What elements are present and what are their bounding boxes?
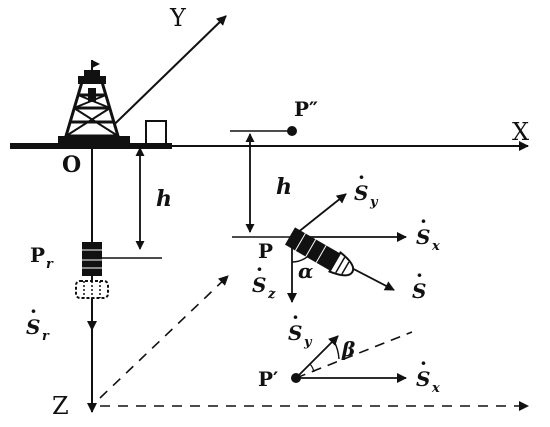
svg-text:z: z: [267, 287, 276, 302]
dashed-diagonal-line: [99, 275, 229, 399]
svg-text:x: x: [431, 381, 440, 396]
alpha-angle-arc: [291, 248, 315, 263]
s-prime-dashed: [295, 331, 413, 379]
pr-label: P: [30, 243, 45, 267]
svg-text:r: r: [42, 329, 50, 344]
pr-subscript: r: [46, 257, 54, 272]
sy-prime-arrow: [295, 335, 339, 379]
svg-text:y: y: [369, 195, 379, 210]
sy-arrow: [291, 193, 347, 238]
p-prime-small-arc: [309, 363, 315, 373]
svg-text:·: ·: [30, 299, 37, 323]
drill-bit-pr-icon: [75, 242, 109, 299]
h-right-label: h: [276, 174, 292, 200]
svg-text:S: S: [412, 279, 426, 303]
sy-prime-label: S · y: [288, 305, 313, 350]
svg-text:·: ·: [420, 209, 427, 233]
svg-text:x: x: [431, 239, 440, 254]
svg-text:S: S: [252, 273, 266, 297]
p-double-label: P″: [294, 97, 318, 121]
svg-text:S: S: [288, 321, 302, 345]
svg-text:·: ·: [358, 165, 365, 189]
svg-text:·: ·: [420, 351, 427, 375]
sr-label: S · r: [26, 299, 50, 344]
alpha-label: α: [298, 259, 313, 283]
h-left-label: h: [156, 186, 172, 212]
p-label: P: [258, 239, 273, 263]
svg-text:·: ·: [292, 305, 299, 329]
svg-text:·: ·: [256, 257, 263, 281]
axis-y-label: Y: [169, 4, 187, 32]
drill-bit-p-icon: [285, 227, 355, 277]
origin-label: O: [62, 152, 81, 178]
axis-z-label: Z: [52, 392, 69, 420]
beta-angle-arc: [333, 340, 340, 360]
svg-text:S: S: [416, 225, 430, 249]
svg-text:S: S: [26, 315, 40, 339]
svg-text:S: S: [416, 367, 430, 391]
beta-label: β: [341, 337, 355, 361]
svg-text:S: S: [354, 181, 368, 205]
sx-prime-label: S · x: [416, 351, 440, 396]
sy-label: S · y: [354, 165, 379, 210]
svg-text:·: ·: [416, 263, 423, 287]
sz-label: S · z: [252, 257, 276, 302]
axis-x-label: X: [512, 118, 529, 146]
svg-text:y: y: [303, 335, 313, 350]
drilling-rig-icon: [58, 60, 167, 145]
s-label: S ·: [412, 263, 426, 303]
p-double-point: [287, 126, 297, 136]
sx-label: S · x: [416, 209, 440, 254]
p-prime-label: P′: [258, 367, 278, 391]
